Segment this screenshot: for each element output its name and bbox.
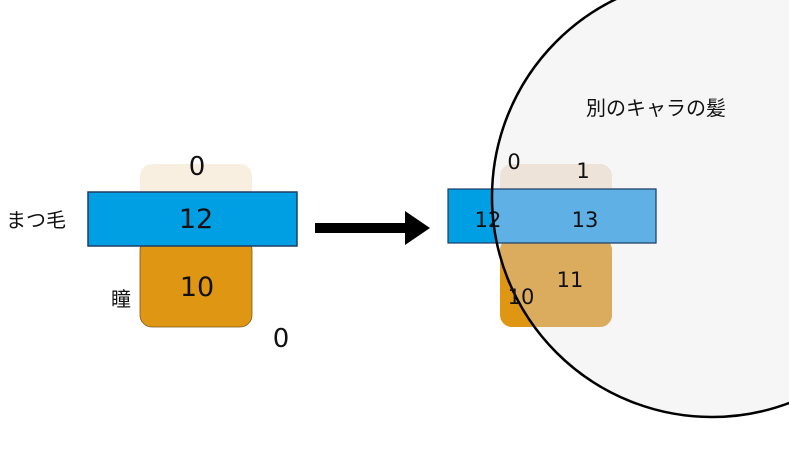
pupil-value: 10 (180, 272, 214, 303)
eyelash-right-value: 13 (572, 208, 599, 232)
pupil-right-value: 11 (557, 268, 584, 292)
arrow-icon (315, 211, 430, 245)
top-right-value: 1 (576, 159, 589, 183)
eyelash-left-value: 12 (475, 208, 502, 232)
eyelash-shape (87, 191, 298, 247)
outside-value: 0 (273, 324, 290, 354)
other-character-hair-label: 別のキャラの髪 (586, 96, 726, 120)
top-left-value: 0 (507, 150, 520, 174)
pupil-label: 瞳 (111, 287, 131, 311)
top-layer-value: 0 (189, 152, 206, 182)
pupil-left-value: 10 (508, 285, 535, 309)
eyelash-value: 12 (179, 204, 213, 235)
eyelash-label: まつ毛 (6, 208, 66, 232)
